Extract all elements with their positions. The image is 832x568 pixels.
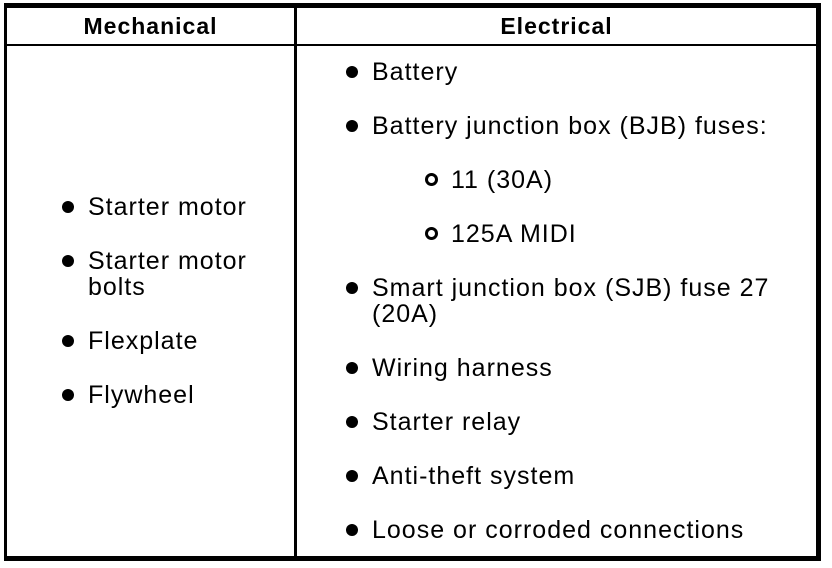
mechanical-column: Starter motor Starter motor bolts Flexpl… xyxy=(7,46,297,556)
column-header-mechanical: Mechanical xyxy=(83,12,218,39)
bullet-icon xyxy=(62,255,74,267)
header-cell-electrical: Electrical xyxy=(297,8,816,44)
list-item: Starter relay xyxy=(346,409,810,435)
bullet-icon xyxy=(346,66,358,78)
table-header-row: Mechanical Electrical xyxy=(7,8,816,46)
table-body-row: Starter motor Starter motor bolts Flexpl… xyxy=(7,46,816,556)
list-item: Smart junction box (SJB) fuse 27 (20A) xyxy=(346,275,810,327)
list-item: Anti-theft system xyxy=(346,463,810,489)
list-item-text: Battery junction box (BJB) fuses: xyxy=(372,112,768,140)
list-item: Wiring harness xyxy=(346,355,810,381)
list-item-text: Wiring harness xyxy=(372,354,553,382)
bullet-icon xyxy=(346,282,358,294)
list-item: Flexplate xyxy=(62,328,286,354)
hollow-bullet-icon xyxy=(425,173,438,186)
list-item-text: Loose or corroded connections xyxy=(372,516,745,544)
header-cell-mechanical: Mechanical xyxy=(7,8,297,44)
bullet-icon xyxy=(346,416,358,428)
column-header-electrical: Electrical xyxy=(500,12,613,39)
list-item-text: Flexplate xyxy=(88,327,199,355)
list-item-text: Battery xyxy=(372,58,459,86)
bullet-icon xyxy=(346,470,358,482)
list-item: Starter motor xyxy=(62,194,286,220)
list-item: Starter motor bolts xyxy=(62,248,286,300)
list-item-text: Starter relay xyxy=(372,408,522,436)
troubleshooting-table: Mechanical Electrical Starter motor Star… xyxy=(4,3,821,561)
list-item-text: 11 (30A) xyxy=(451,166,554,194)
bullet-icon xyxy=(346,524,358,536)
hollow-bullet-icon xyxy=(425,227,438,240)
list-item-text: Anti-theft system xyxy=(372,462,576,490)
bullet-icon xyxy=(62,201,74,213)
bullet-icon xyxy=(62,389,74,401)
list-item-text: 125A MIDI xyxy=(451,220,577,248)
list-item-text: Starter motor xyxy=(88,193,247,221)
list-item: Battery xyxy=(346,59,810,85)
list-subitem: 125A MIDI xyxy=(425,221,810,247)
list-item-text: Flywheel xyxy=(88,381,195,409)
bullet-icon xyxy=(346,120,358,132)
list-subitem: 11 (30A) xyxy=(425,167,810,193)
bullet-icon xyxy=(62,335,74,347)
list-item: Loose or corroded connections xyxy=(346,517,810,543)
list-item-text: Smart junction box (SJB) fuse 27 (20A) xyxy=(372,274,770,328)
electrical-column: Battery Battery junction box (BJB) fuses… xyxy=(297,46,816,556)
bullet-icon xyxy=(346,362,358,374)
list-item: Flywheel xyxy=(62,382,286,408)
list-item-text: Starter motor bolts xyxy=(88,247,247,301)
list-item: Battery junction box (BJB) fuses: xyxy=(346,113,810,139)
